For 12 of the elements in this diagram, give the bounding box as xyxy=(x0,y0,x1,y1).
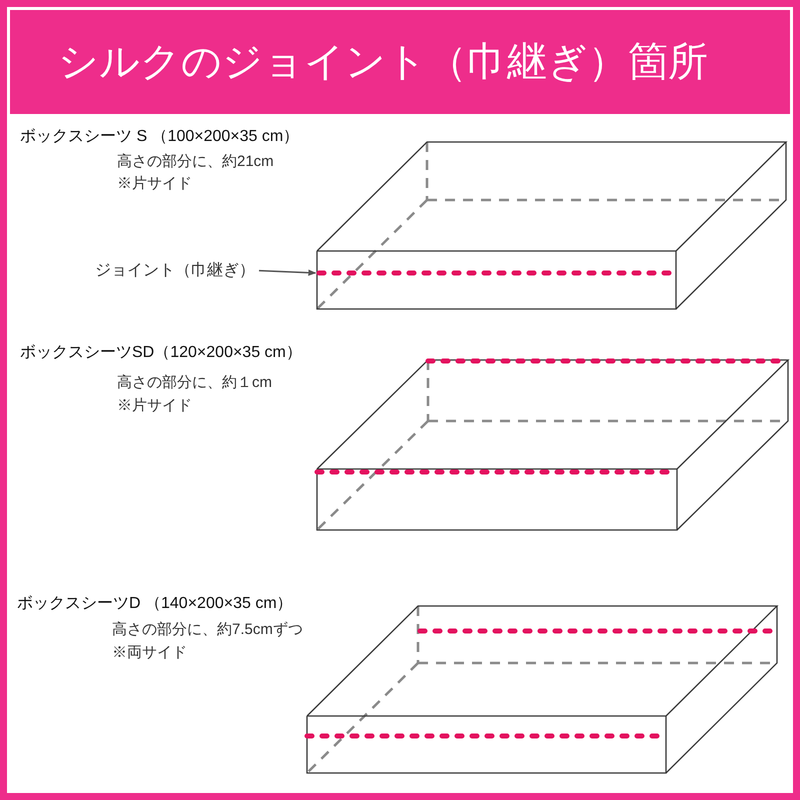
note-text: ※片サイド xyxy=(117,175,192,193)
size-heading: ボックスシーツ S （100×200×35 cm） xyxy=(20,127,300,146)
note-text: 高さの部分に、約１cm xyxy=(117,374,272,392)
note-text: ※片サイド xyxy=(117,397,192,415)
title: シルクのジョイント（巾継ぎ）箇所 xyxy=(58,39,708,86)
note-text: 高さの部分に、約21cm xyxy=(117,153,274,171)
size-heading: ボックスシーツSD（120×200×35 cm） xyxy=(20,343,302,362)
note-text: ※両サイド xyxy=(112,644,187,662)
callout-label: ジョイント（巾継ぎ） xyxy=(95,261,255,280)
size-heading: ボックスシーツD （140×200×35 cm） xyxy=(17,594,293,614)
leader-arrow xyxy=(258,270,316,276)
note-text: 高さの部分に、約7.5cmずつ xyxy=(112,621,303,639)
